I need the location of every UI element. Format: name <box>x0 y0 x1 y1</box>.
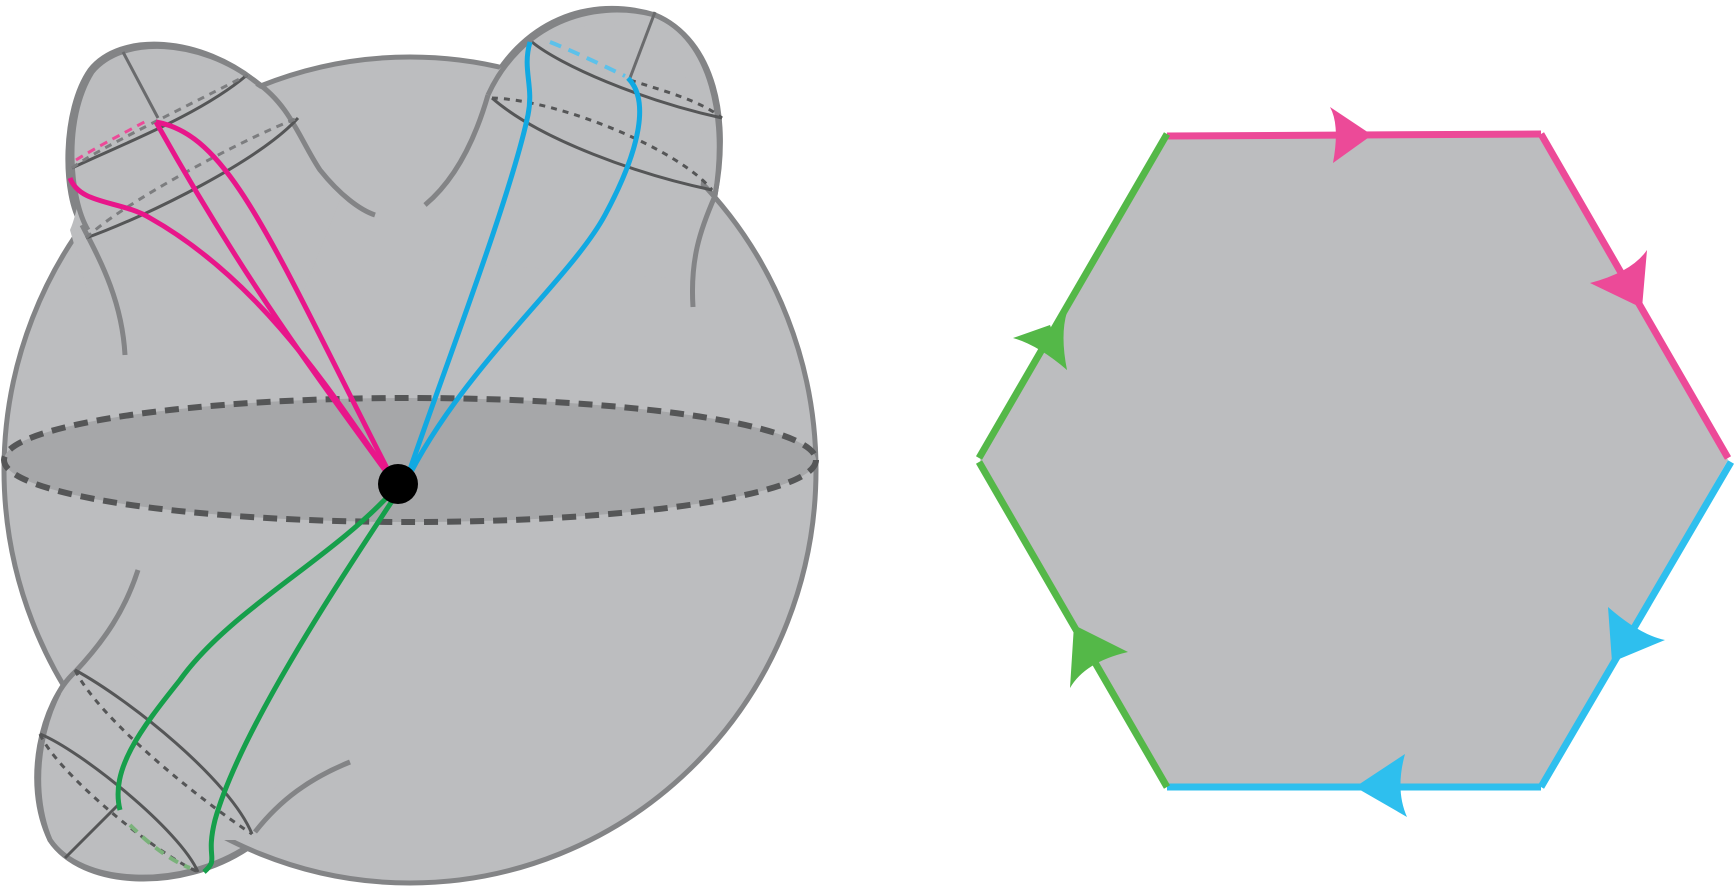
hexagon-panel <box>975 107 1735 817</box>
hexagon-edge-lower-right <box>1537 460 1735 789</box>
equator-disk <box>1 395 819 525</box>
arrow-top-icon <box>1330 107 1372 163</box>
arrow-lower-left-icon <box>1070 625 1128 688</box>
arrow-upper-right-icon <box>1590 250 1647 308</box>
bottom-left-handle-leg <box>253 759 351 834</box>
arrow-lower-right-icon <box>1608 607 1665 662</box>
green-loop <box>115 490 401 874</box>
top-right-handle-leg <box>689 194 718 308</box>
top-left-handle-inner-curve <box>254 79 376 218</box>
arrow-upper-left-icon-tip <box>1045 312 1067 370</box>
bottom-left-handle-rings <box>38 668 254 874</box>
hexagon <box>980 136 1728 785</box>
magenta-loop <box>67 119 398 486</box>
top-right-handle-inner-curve <box>423 94 491 207</box>
cyan-loop <box>402 41 643 486</box>
arrow-bottom-icon <box>1355 754 1407 817</box>
basepoint <box>378 464 418 504</box>
hexagon-edge-lower-left <box>975 460 1171 789</box>
top-right-handle-rings <box>491 11 723 192</box>
hexagon-edge-upper-left <box>975 132 1171 460</box>
surface-panel <box>1 6 819 886</box>
bottom-left-handle-outline <box>34 670 250 882</box>
bottom-left-handle-inner-curve <box>73 569 141 674</box>
